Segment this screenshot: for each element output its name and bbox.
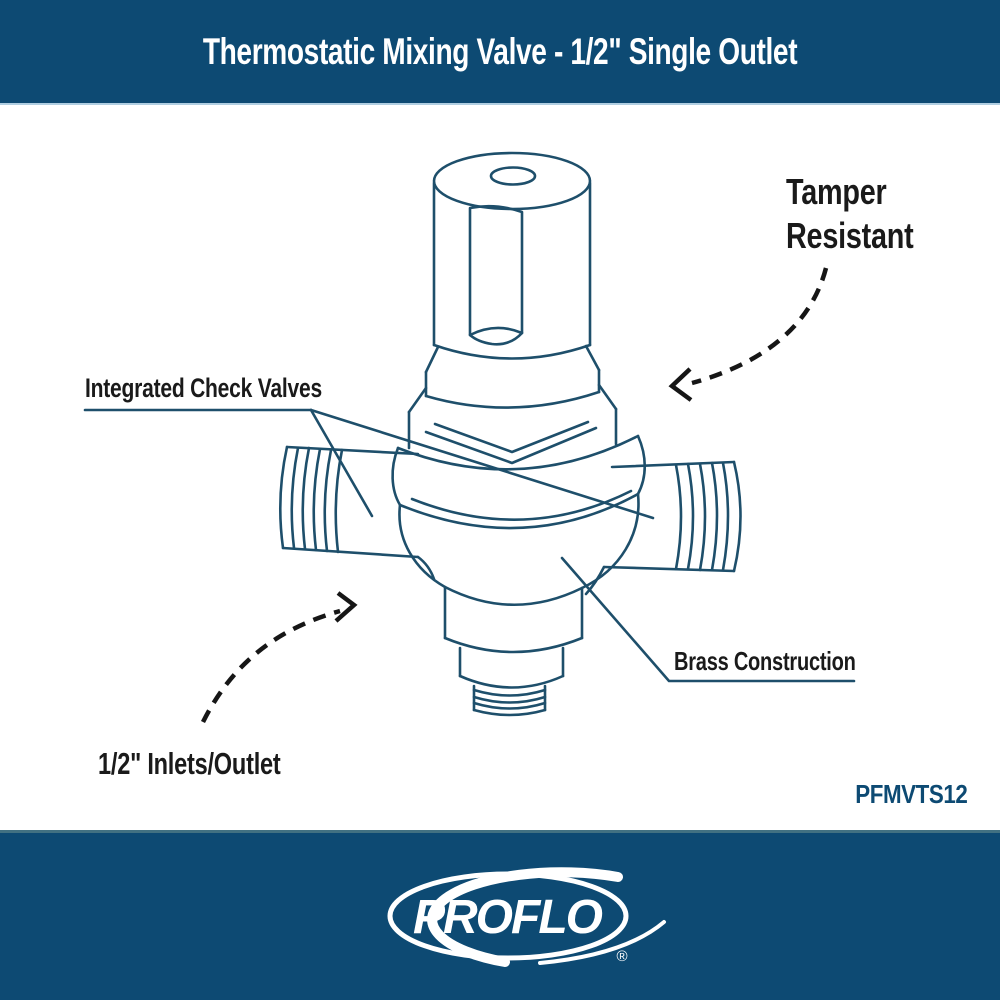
check-valves-leader-left xyxy=(309,408,374,518)
brand-wordmark: PROFLO xyxy=(413,891,603,944)
logo-swoosh xyxy=(427,867,623,967)
top-banner: Thermostatic Mixing Valve - 1/2" Single … xyxy=(0,0,1000,103)
tamper-resistant-arrow xyxy=(668,267,829,402)
proflo-logo: PROFLO ® xyxy=(387,867,666,967)
inlets-outlet-arrow xyxy=(200,591,358,724)
valve-drawing xyxy=(278,151,742,717)
bottom-banner: PROFLO ® xyxy=(0,833,1000,1000)
logo-swoosh-tail xyxy=(538,920,666,965)
callout-tamper-resistant: Tamper Resistant xyxy=(786,171,914,256)
callout-brass-construction: Brass Construction xyxy=(674,646,856,676)
callout-inlets-outlet: 1/2" Inlets/Outlet xyxy=(98,746,281,781)
page-title: Thermostatic Mixing Valve - 1/2" Single … xyxy=(202,30,798,72)
check-valves-leader-right xyxy=(309,408,655,520)
callout-integrated-check-valves: Integrated Check Valves xyxy=(85,373,322,403)
model-number: PFMVTS12 xyxy=(854,779,968,809)
callout-leader-lines xyxy=(83,408,856,683)
brass-leader xyxy=(560,556,856,683)
registered-mark: ® xyxy=(616,948,627,965)
